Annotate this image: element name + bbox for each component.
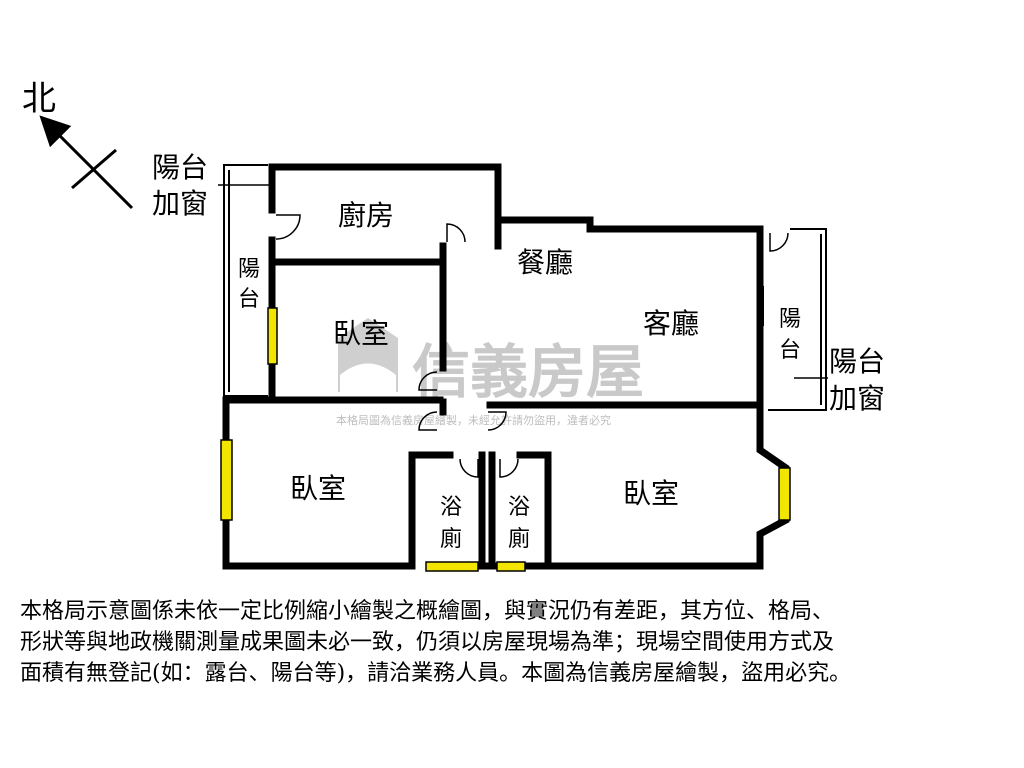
room-bedroom-right: 臥室 <box>623 477 679 510</box>
room-dining: 餐廳 <box>517 246 573 279</box>
window-west-balcony <box>267 307 278 365</box>
room-labels: 廚房 餐廳 客廳 臥室 臥室 臥室 浴 廁 浴 廁 陽 台 陽 台 <box>238 199 801 552</box>
room-balcony-west-line1: 陽 <box>238 257 260 282</box>
disclaimer-line: 面積有無登記(如：露台、陽台等)，請洽業務人員。本圖為信義房屋繪製，盜用必究。 <box>20 661 852 686</box>
callout-nw-line2: 加窗 <box>152 187 208 220</box>
room-bath-left-line2: 廁 <box>440 527 462 552</box>
compass-cross-icon <box>71 148 117 190</box>
room-bedroom-top: 臥室 <box>333 317 389 350</box>
room-balcony-east-line1: 陽 <box>779 307 801 332</box>
callouts: 陽台 加窗 陽台 加窗 <box>152 151 885 415</box>
room-bath-right-line1: 浴 <box>508 495 530 520</box>
watermark-notice: 本格局圖為信義房屋繪製，未經允許請勿盜用，違者必究 <box>336 413 611 427</box>
floor-plan: 信義房屋 本格局圖為信義房屋繪製，未經允許請勿盜用，違者必究 北 <box>22 79 885 572</box>
brand-logo-icon <box>338 318 398 392</box>
window-bedroom-right <box>778 467 791 521</box>
window-bedroom-left <box>220 439 233 521</box>
windows <box>220 307 791 572</box>
door-swings <box>275 214 789 478</box>
window-bath-left <box>425 561 479 572</box>
window-bath-right <box>496 561 526 572</box>
room-balcony-west-line2: 台 <box>238 287 260 312</box>
north-arrow-icon <box>39 115 134 210</box>
room-balcony-east-line2: 台 <box>779 338 801 363</box>
room-living: 客廳 <box>643 307 699 340</box>
callout-nw-line1: 陽台 <box>152 151 208 184</box>
room-bath-left-line1: 浴 <box>440 495 462 520</box>
disclaimer-text: 本格局示意圖係未依一定比例縮小繪製之概繪圖，與實況仍有差距，其方位、格局、 形狀… <box>20 596 1015 689</box>
callout-e-line2: 加窗 <box>829 382 885 415</box>
disclaimer-line: 形狀等與地政機關測量成果圖未必一致，仍須以房屋現場為準；現場空間使用方式及 <box>20 630 835 655</box>
room-bedroom-left: 臥室 <box>290 472 346 505</box>
north-label: 北 <box>22 79 56 119</box>
callout-e-line1: 陽台 <box>829 345 885 378</box>
watermark: 信義房屋 本格局圖為信義房屋繪製，未經允許請勿盜用，違者必究 <box>336 318 644 427</box>
disclaimer-line: 本格局示意圖係未依一定比例縮小繪製之概繪圖，與實況仍有差距，其方位、格局、 <box>20 599 835 624</box>
room-bath-right-line2: 廁 <box>508 527 530 552</box>
north-compass: 北 <box>22 79 134 210</box>
watermark-brand: 信義房屋 <box>412 338 644 406</box>
room-kitchen: 廚房 <box>338 199 394 232</box>
